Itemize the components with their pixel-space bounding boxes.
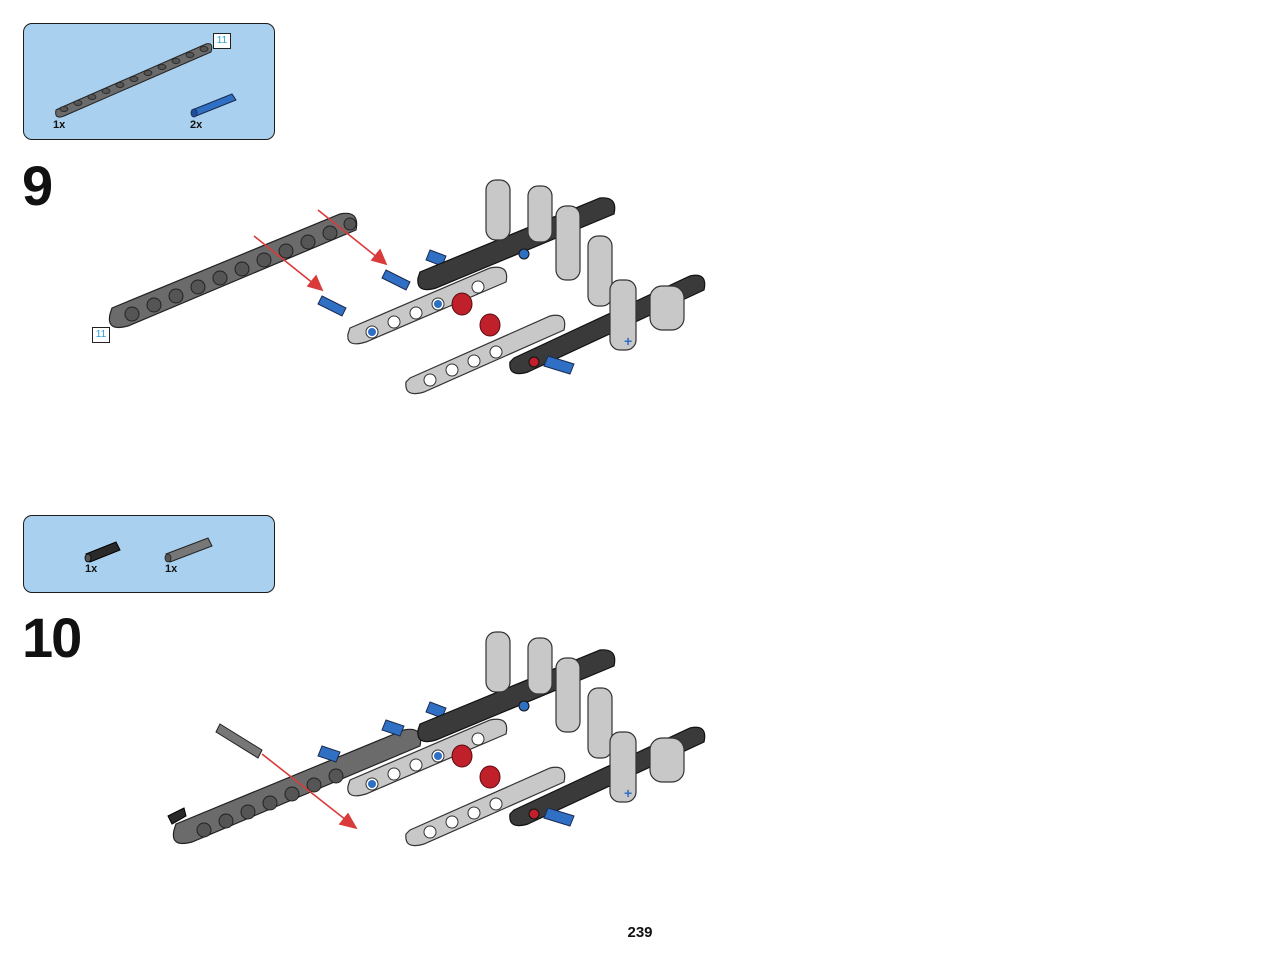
upright-connectors bbox=[485, 179, 685, 351]
page-number: 239 bbox=[627, 924, 653, 941]
assembly-illustration-step-9: + bbox=[108, 179, 706, 395]
qty-axle-pin: 1x bbox=[165, 563, 178, 575]
red-bushes bbox=[451, 292, 501, 337]
axle-pin-part-icon bbox=[164, 537, 213, 563]
step-number-10: 10 bbox=[22, 606, 82, 669]
parts-illustration-step-10 bbox=[84, 537, 213, 563]
insertion-arrows bbox=[253, 209, 388, 292]
svg-text:+: + bbox=[624, 333, 632, 349]
assembly-length-badge: 11 bbox=[92, 327, 110, 343]
qty-beam-11: 1x bbox=[53, 119, 66, 131]
qty-blue-pin: 2x bbox=[190, 119, 203, 131]
new-beam-11 bbox=[108, 212, 358, 329]
step-number-9: 9 bbox=[22, 154, 53, 217]
parts-callout-step-9: 11 1x 2x bbox=[23, 23, 275, 140]
beam-length-badge: 11 bbox=[213, 33, 231, 49]
beam-11-part-icon bbox=[55, 43, 213, 118]
insertion-arrow bbox=[261, 753, 358, 830]
qty-black-pin: 1x bbox=[85, 563, 98, 575]
black-pin-part-icon bbox=[84, 541, 121, 563]
blue-pin-part-icon bbox=[190, 93, 237, 118]
parts-callout-step-10: 1x 1x bbox=[23, 515, 275, 593]
parts-illustration-step-9 bbox=[55, 43, 237, 118]
assembly-illustration-step-10: + bbox=[167, 631, 706, 847]
blue-pins bbox=[317, 249, 447, 317]
svg-text:+: + bbox=[624, 785, 632, 801]
